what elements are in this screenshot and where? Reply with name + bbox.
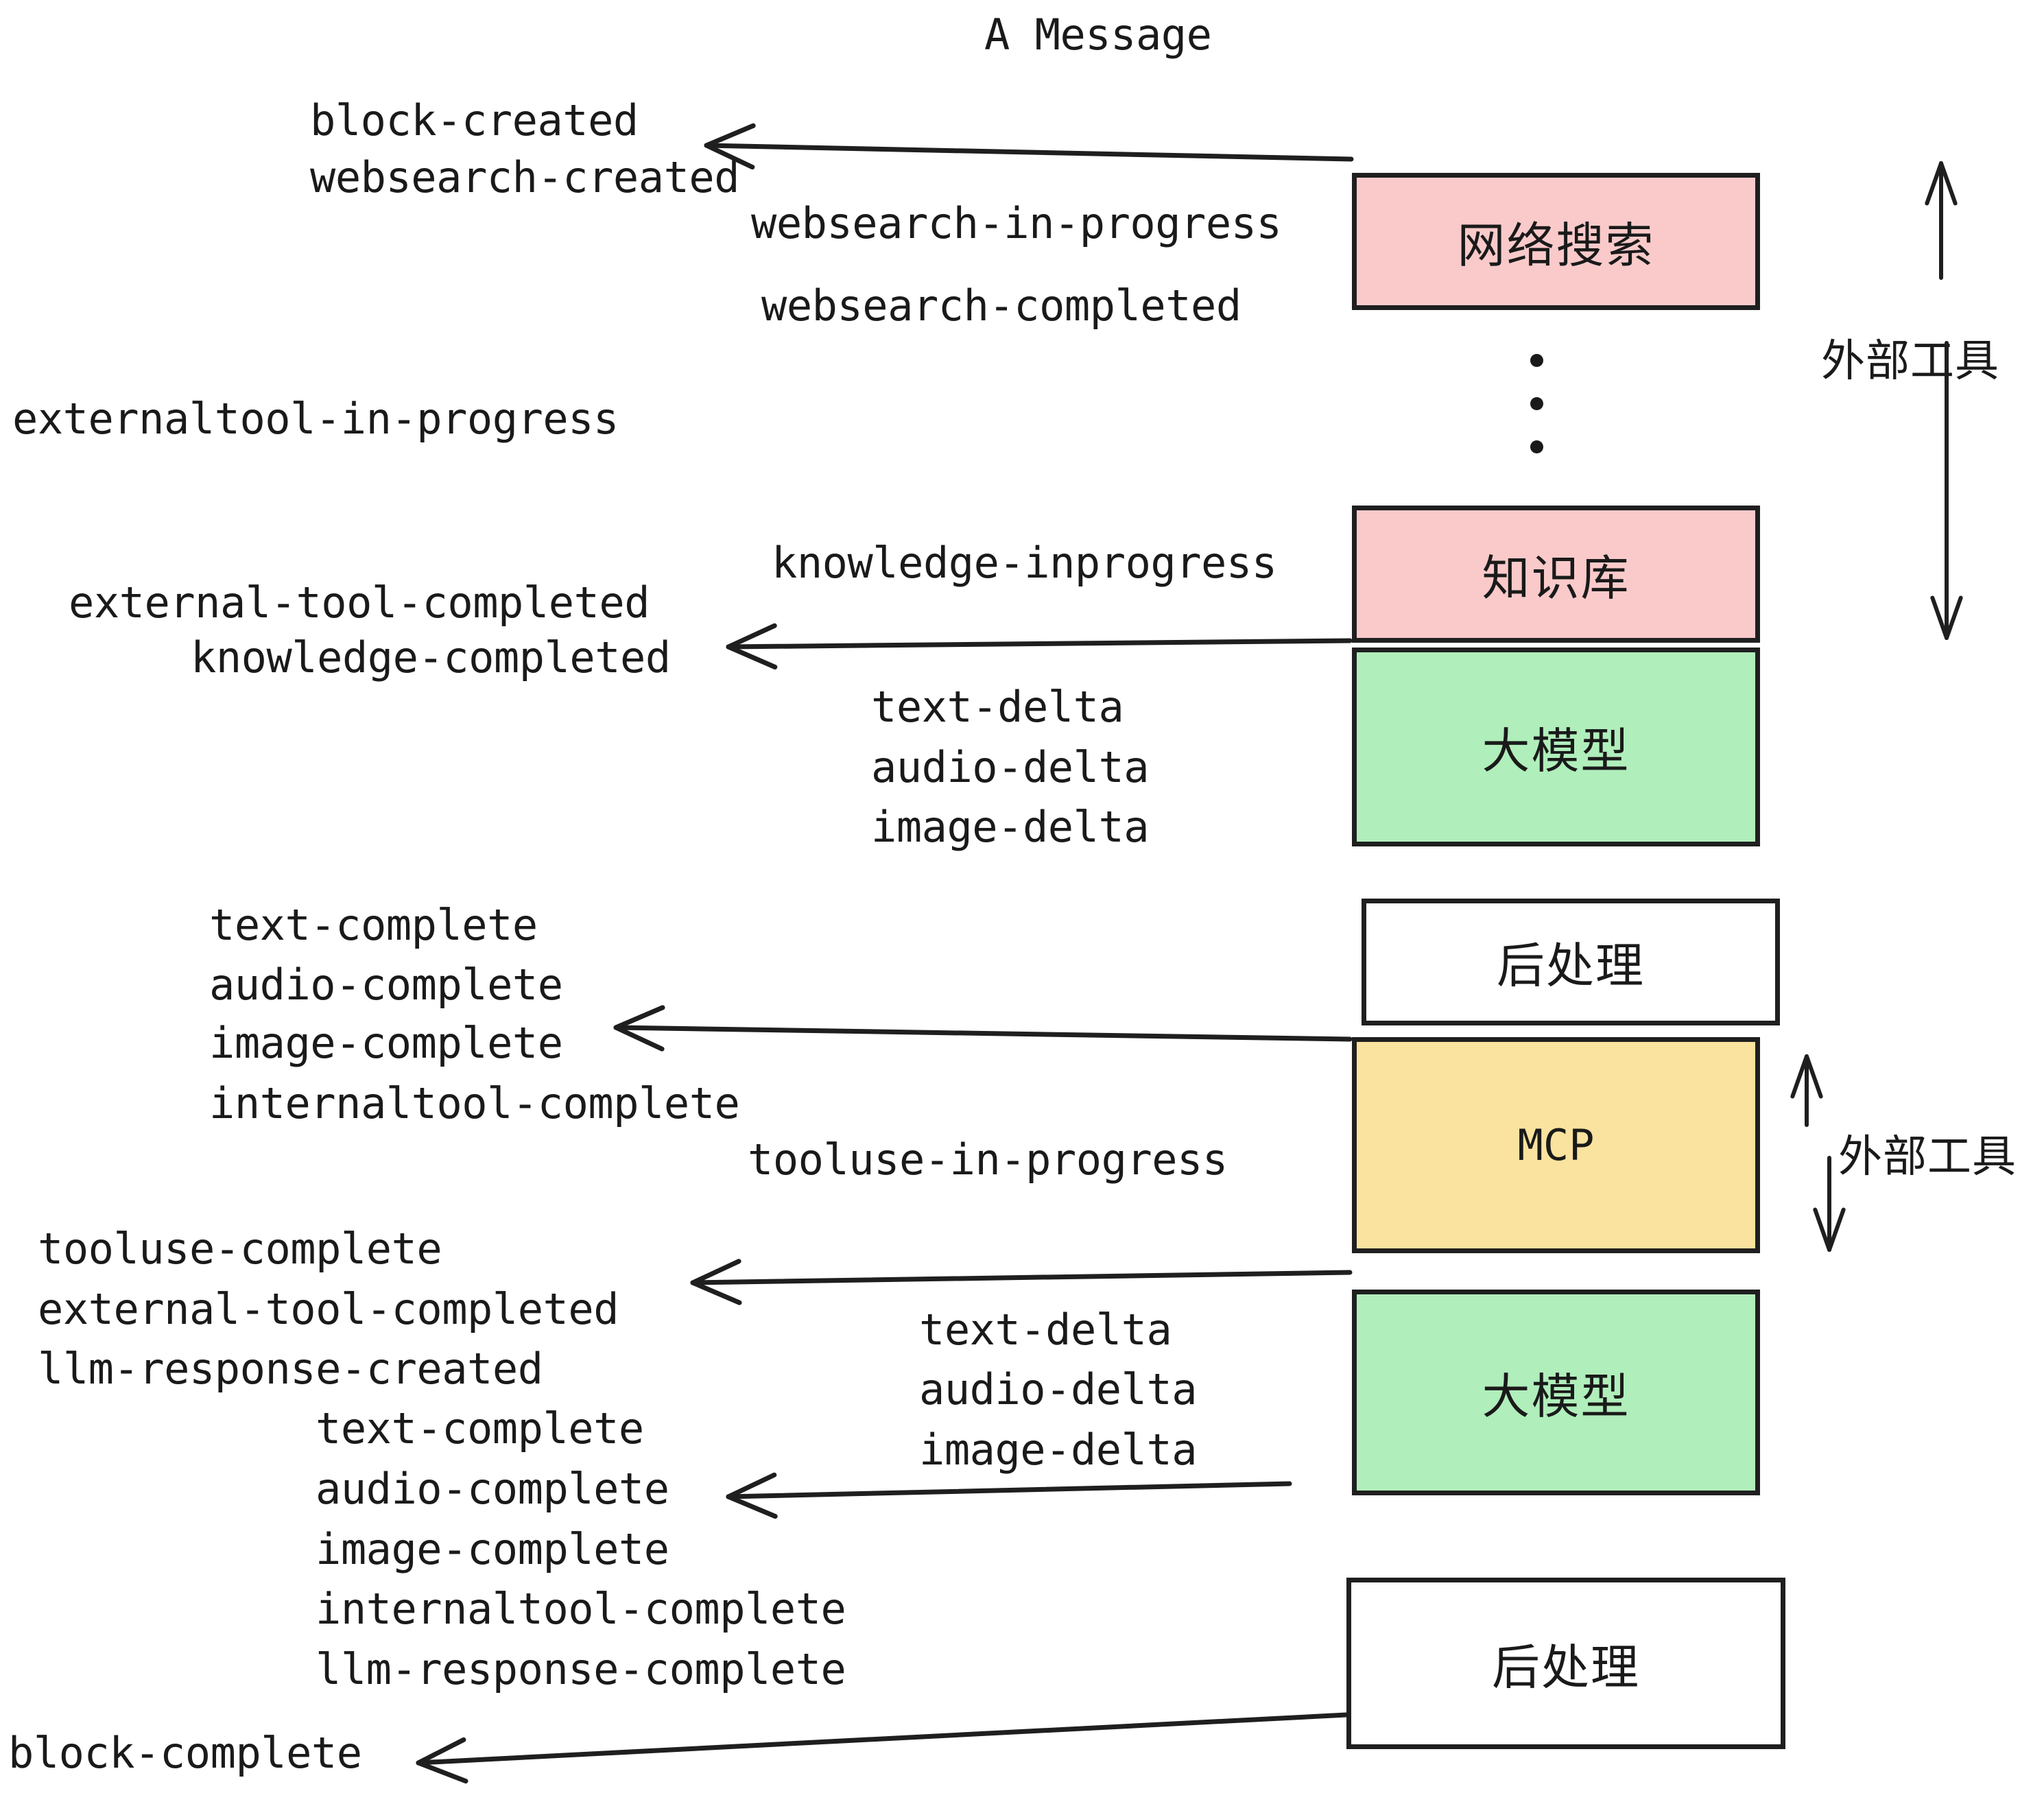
event-label-image-complete-1: image-complete	[209, 1018, 563, 1068]
arrow-audio-complete	[726, 1472, 1292, 1519]
event-label-websearch-created: websearch-created	[310, 152, 740, 202]
node-label-llm-2: 大模型	[1482, 1368, 1630, 1425]
event-label-tooluse-in-progress: tooluse-in-progress	[748, 1135, 1228, 1185]
node-box-mcp[interactable]: MCP	[1352, 1037, 1760, 1253]
node-box-postproc-1[interactable]: 后处理	[1362, 899, 1780, 1025]
node-box-llm-1[interactable]: 大模型	[1352, 648, 1760, 846]
arrow-image-complete	[613, 1005, 1353, 1052]
ellipsis-dot-3	[1530, 440, 1543, 453]
event-label-text-complete-2: text-complete	[316, 1403, 644, 1453]
arrow-tooluse-complete	[690, 1259, 1353, 1305]
event-label-knowledge-inprogress: knowledge-inprogress	[772, 538, 1277, 588]
ellipsis-dot-1	[1530, 354, 1543, 367]
event-label-externaltool-in-progress: externaltool-in-progress	[12, 394, 619, 444]
event-label-external-tool-completed-2: external-tool-completed	[38, 1284, 619, 1334]
event-label-image-complete-2: image-complete	[316, 1524, 669, 1574]
event-label-internaltool-complete-1: internaltool-complete	[209, 1078, 740, 1128]
event-label-llm-response-created: llm-response-created	[38, 1344, 543, 1394]
arrow-block-complete	[416, 1712, 1349, 1784]
event-label-knowledge-completed: knowledge-completed	[191, 632, 671, 683]
node-label-llm-1: 大模型	[1482, 722, 1630, 779]
event-label-block-created: block-created	[310, 95, 639, 145]
arrow-knowledge-completed	[726, 623, 1353, 670]
event-label-block-complete: block-complete	[8, 1728, 362, 1778]
page-title: A Message	[984, 10, 1212, 60]
event-label-image-delta-1: image-delta	[871, 802, 1150, 852]
event-label-text-complete-1: text-complete	[209, 900, 538, 950]
event-label-audio-delta-1: audio-delta	[871, 742, 1150, 792]
side-label-external-tools-bottom: 外部工具	[1838, 1132, 2017, 1183]
event-label-internaltool-complete-2: internaltool-complete	[316, 1584, 846, 1634]
external-tools-up-top	[1925, 161, 1958, 280]
event-label-external-tool-completed-1: external-tool-completed	[69, 578, 650, 628]
node-box-websearch[interactable]: 网络搜索	[1352, 173, 1760, 310]
node-box-knowledge[interactable]: 知识库	[1352, 506, 1760, 643]
event-label-text-delta-2: text-delta	[919, 1305, 1172, 1355]
node-label-knowledge: 知识库	[1482, 549, 1630, 606]
event-label-llm-response-complete: llm-response-complete	[316, 1644, 846, 1694]
event-label-audio-complete-1: audio-complete	[209, 960, 563, 1010]
node-label-postproc-1: 后处理	[1497, 938, 1645, 994]
node-box-postproc-2[interactable]: 后处理	[1346, 1578, 1785, 1749]
event-label-text-delta-1: text-delta	[871, 682, 1124, 732]
event-label-audio-delta-2: audio-delta	[919, 1364, 1198, 1414]
side-label-external-tools-top: 外部工具	[1821, 336, 1999, 387]
node-label-postproc-2: 后处理	[1492, 1639, 1640, 1696]
event-label-image-delta-2: image-delta	[919, 1425, 1198, 1475]
node-box-llm-2[interactable]: 大模型	[1352, 1290, 1760, 1495]
event-label-websearch-in-progress: websearch-in-progress	[751, 198, 1282, 248]
external-tools-up-bottom	[1790, 1054, 1823, 1127]
ellipsis-dot-2	[1530, 397, 1543, 410]
event-label-audio-complete-2: audio-complete	[316, 1464, 669, 1514]
arrow-block-created	[704, 123, 1354, 170]
event-label-websearch-completed: websearch-completed	[761, 281, 1241, 331]
node-label-mcp: MCP	[1517, 1120, 1595, 1170]
event-label-tooluse-complete: tooluse-complete	[38, 1224, 442, 1274]
node-label-websearch: 网络搜索	[1457, 217, 1655, 274]
